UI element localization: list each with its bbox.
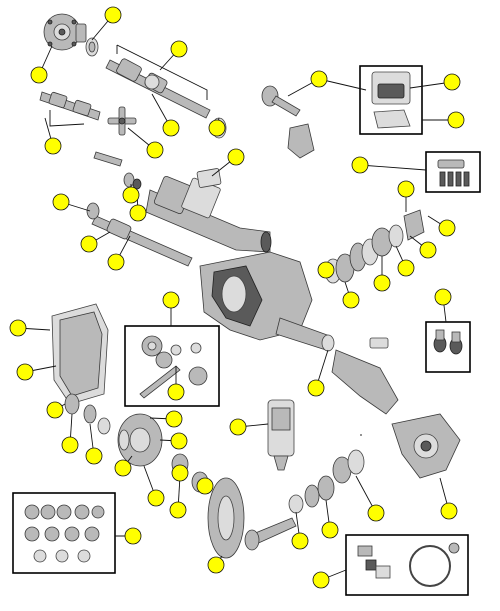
callout-carrier-cup-right[interactable] (196, 477, 214, 495)
outer-axle-shaft (105, 58, 211, 119)
callout-actuator-kit[interactable] (312, 571, 330, 589)
callout-cover-bolt[interactable] (9, 319, 27, 337)
callout-bearing-cup[interactable] (129, 204, 147, 222)
callout-ring-gear-bolt[interactable] (165, 410, 183, 428)
callout-case-washer[interactable] (169, 501, 187, 519)
master-kit-box (12, 492, 116, 574)
callout-pinion-bearing[interactable] (321, 521, 339, 539)
sealant-tube (267, 399, 295, 471)
callout-carrier-bearing[interactable] (85, 447, 103, 465)
callout-ring-and-pinion[interactable] (207, 556, 225, 574)
hardware-box (425, 151, 481, 193)
callout-sealant[interactable] (229, 418, 247, 436)
callout-pinion-shim[interactable] (291, 532, 309, 550)
yoke-u-joint-shaft (39, 91, 101, 121)
callout-outer-axle-shaft[interactable] (170, 40, 188, 58)
callout-spindle-nut[interactable] (397, 180, 415, 198)
callout-hardware-kit[interactable] (351, 156, 369, 174)
steering-knuckle (391, 413, 461, 479)
callout-carrier-shim[interactable] (46, 401, 64, 419)
callout-axle-tube-seal[interactable] (307, 379, 325, 397)
callout-inner-shaft-end[interactable] (107, 253, 125, 271)
left-axle-tube (331, 337, 399, 415)
parts-layer (12, 13, 481, 596)
callout-tube-bearing[interactable] (342, 291, 360, 309)
callout-ball-joints[interactable] (434, 288, 452, 306)
pinion-yoke (261, 85, 301, 117)
callout-tube-gasket[interactable] (227, 148, 245, 166)
callout-differential-case[interactable] (114, 459, 132, 477)
pinion-gear (244, 517, 297, 551)
callout-cross-shaft[interactable] (167, 383, 185, 401)
callout-hub-assembly[interactable] (30, 66, 48, 84)
callout-carrier-shim-right[interactable] (170, 432, 188, 450)
callout-yoke-shaft[interactable] (44, 137, 62, 155)
callout-hub-seal[interactable] (104, 6, 122, 24)
callout-spindle-washer[interactable] (438, 219, 456, 237)
callout-carrier-bearing-cup[interactable] (61, 436, 79, 454)
callout-master-kit[interactable] (124, 527, 142, 545)
callout-spindle-bearing[interactable] (419, 241, 437, 259)
callout-steering-knuckle[interactable] (440, 502, 458, 520)
callout-differential-cover[interactable] (16, 363, 34, 381)
callout-pinion-yoke[interactable] (310, 70, 328, 88)
right-axle-tube (145, 175, 272, 253)
callout-tube-seal[interactable] (317, 261, 335, 279)
u-joint-cross (107, 106, 137, 136)
callout-mount-bracket[interactable] (447, 111, 465, 129)
ball-joint-box (425, 321, 471, 373)
shaft-seal (86, 202, 100, 220)
callout-u-joint-cross[interactable] (146, 141, 164, 159)
hub-bearing-assembly (43, 13, 87, 51)
callout-spider-gear-kit[interactable] (162, 291, 180, 309)
callout-bearing-kit[interactable] (443, 73, 461, 91)
pin-sleeve (93, 151, 123, 167)
callout-u-joint-outer[interactable] (162, 119, 180, 137)
ring-gear (207, 477, 245, 559)
actuator-kit-box (345, 534, 469, 596)
callouts (9, 6, 465, 589)
callout-carrier-bearing-right[interactable] (171, 464, 189, 482)
pinion-bearing-stack (288, 449, 365, 514)
hub-seal (85, 37, 99, 57)
differential-cover (51, 303, 109, 405)
callout-inner-axle-shaft[interactable] (80, 235, 98, 253)
callout-bearing-cone[interactable] (122, 186, 140, 204)
callout-spindle-cup[interactable] (373, 274, 391, 292)
inner-axle-shaft (91, 215, 193, 267)
callout-pinion-seal[interactable] (367, 504, 385, 522)
bearing-cone (123, 172, 142, 190)
callout-shaft-seal[interactable] (52, 193, 70, 211)
differential-housing (199, 251, 335, 352)
lower-mount-bracket (287, 123, 315, 159)
spider-gear-box (124, 325, 220, 407)
bearing-kit-box (359, 65, 423, 135)
callout-case-pin[interactable] (147, 489, 165, 507)
callout-spindle-seal[interactable] (397, 259, 415, 277)
callout-axle-shaft-seal[interactable] (208, 119, 226, 137)
differential-carrier (117, 413, 163, 467)
